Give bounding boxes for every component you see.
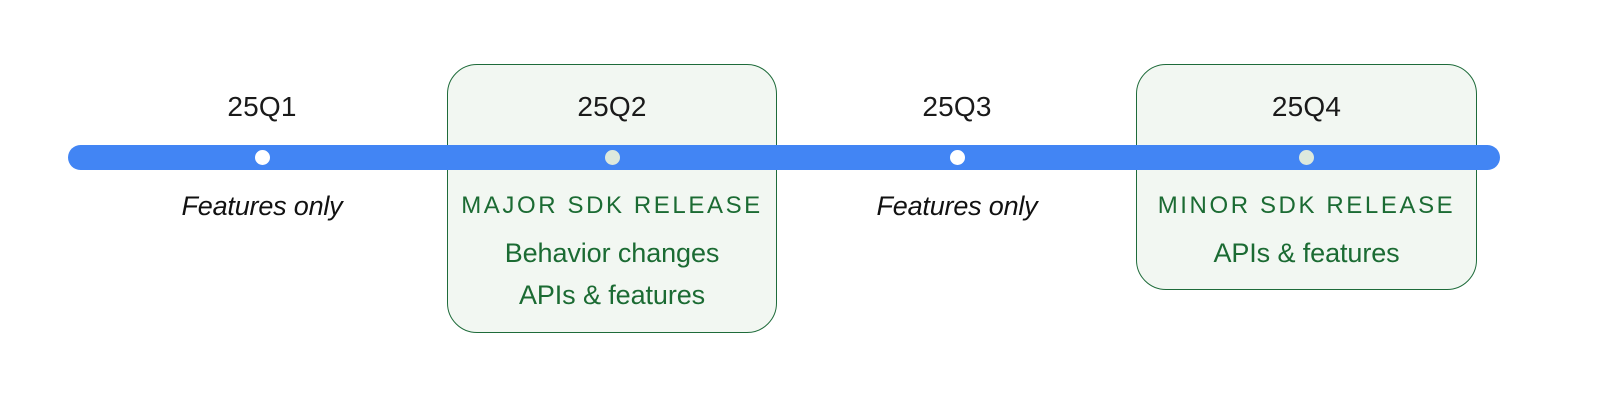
note-block-25q3: Features only bbox=[827, 188, 1087, 224]
milestone-dot-25q2 bbox=[604, 150, 620, 165]
timeline-rail bbox=[68, 145, 1500, 170]
timeline-column-25q2: 25Q2 MAJOR SDK RELEASE Behavior changes … bbox=[447, 0, 777, 409]
timeline-column-25q1: 25Q1 Features only bbox=[132, 0, 392, 409]
release-detail-25q2-1: Behavior changes bbox=[504, 238, 720, 268]
note-block-25q1: Features only bbox=[132, 188, 392, 224]
timeline-column-25q3: 25Q3 Features only bbox=[827, 0, 1087, 409]
quarter-label-25q2: 25Q2 bbox=[577, 91, 647, 122]
milestone-card-25q4 bbox=[1136, 64, 1477, 290]
milestone-card-25q2 bbox=[447, 64, 777, 333]
milestone-dot-25q1 bbox=[254, 150, 270, 165]
milestone-dot-25q4 bbox=[1299, 150, 1314, 165]
note-block-25q4: MINOR SDK RELEASE APIs & features bbox=[1136, 188, 1477, 274]
note-block-25q2: MAJOR SDK RELEASE Behavior changes APIs … bbox=[447, 188, 777, 316]
quarter-note-25q3: Features only bbox=[876, 191, 1038, 221]
quarter-label-25q3: 25Q3 bbox=[922, 91, 992, 122]
quarter-label-25q1: 25Q1 bbox=[227, 91, 297, 122]
release-kicker-25q2: MAJOR SDK RELEASE bbox=[461, 192, 763, 219]
release-kicker-25q4: MINOR SDK RELEASE bbox=[1157, 192, 1456, 219]
quarter-note-25q1: Features only bbox=[181, 191, 343, 221]
milestone-dot-25q3 bbox=[949, 150, 965, 165]
quarter-label-25q4: 25Q4 bbox=[1271, 91, 1342, 122]
release-detail-25q4-1: APIs & features bbox=[1213, 238, 1400, 268]
release-detail-25q2-2: APIs & features bbox=[518, 280, 706, 310]
timeline-column-25q4: 25Q4 MINOR SDK RELEASE APIs & features bbox=[1136, 0, 1477, 409]
